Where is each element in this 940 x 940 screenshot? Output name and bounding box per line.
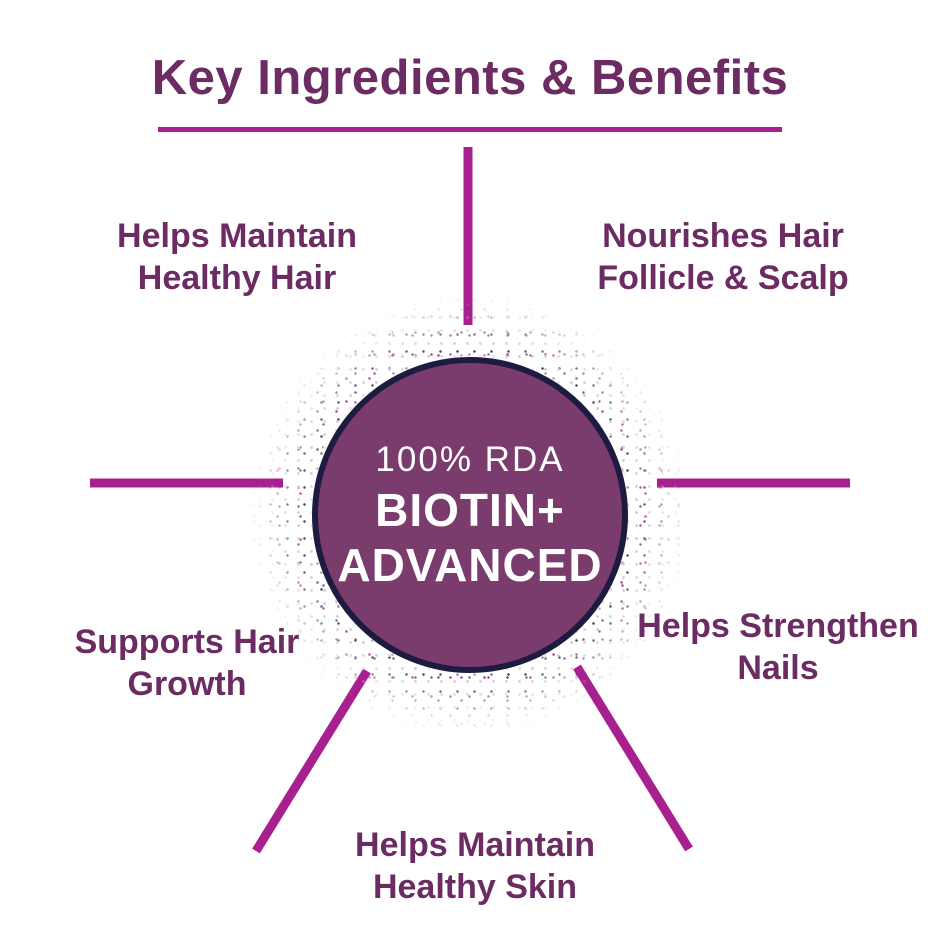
title-underline <box>158 127 782 132</box>
benefit-text-line: Nourishes Hair <box>602 217 844 255</box>
benefit-text-line: Follicle & Scalp <box>597 259 849 297</box>
benefit-healthy-hair: Helps Maintain Healthy Hair <box>37 215 437 299</box>
benefit-healthy-skin: Helps Maintain Healthy Skin <box>275 824 675 908</box>
center-circle: 100% RDA BIOTIN+ ADVANCED <box>312 357 628 673</box>
benefit-hair-growth: Supports Hair Growth <box>0 621 374 705</box>
product-name-line1: BIOTIN+ <box>375 484 565 536</box>
page-title: Key Ingredients & Benefits <box>151 51 789 105</box>
product-name-line2: ADVANCED <box>337 539 603 591</box>
benefit-follicle-scalp: Nourishes Hair Follicle & Scalp <box>520 215 926 299</box>
benefit-text-line: Supports Hair <box>74 623 300 661</box>
benefit-text-line: Helps Strengthen <box>637 607 919 645</box>
benefit-text-line: Growth <box>127 665 247 703</box>
benefit-text-line: Helps Maintain <box>117 217 357 255</box>
benefit-strengthen-nails: Helps Strengthen Nails <box>578 605 940 689</box>
benefit-text-line: Helps Maintain <box>355 826 595 864</box>
rda-label: 100% RDA <box>375 440 565 479</box>
benefit-text-line: Healthy Hair <box>137 259 337 297</box>
benefit-text-line: Nails <box>737 649 819 687</box>
benefit-text-line: Healthy Skin <box>372 868 578 906</box>
